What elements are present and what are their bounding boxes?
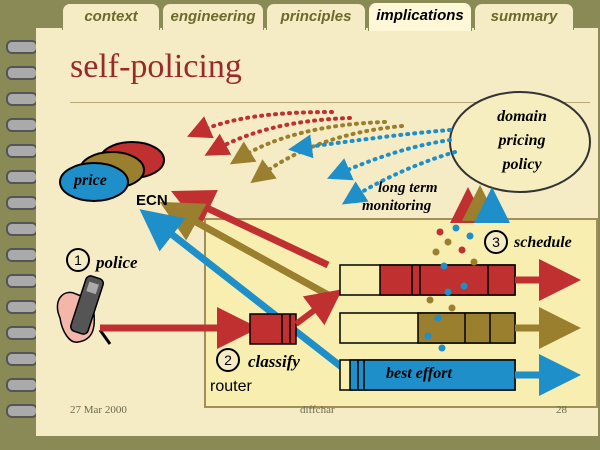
phone-icon [56, 275, 112, 345]
monitoring-arrows [450, 185, 510, 223]
tab-summary[interactable]: summary [474, 3, 574, 30]
step-1-number: 1 [66, 248, 90, 272]
policy-bubble-line2: pricing [498, 132, 546, 149]
tab-principles[interactable]: principles [266, 3, 366, 30]
step-1-label: police [96, 253, 138, 272]
tab-context[interactable]: context [62, 3, 160, 30]
queue-blue [339, 359, 516, 391]
scheduler-dots [424, 224, 478, 352]
queue-olive [339, 312, 516, 344]
monitoring-label-line1: long term [378, 180, 438, 196]
step-3-label: schedule [514, 234, 572, 251]
footer-name: diffchar [300, 404, 335, 416]
tab-implications[interactable]: implications [368, 2, 472, 31]
policy-bubble-line3: policy [502, 156, 542, 173]
ecn-arrows [139, 189, 351, 375]
price-label: price [74, 172, 107, 189]
policy-bubble-line1: domain [497, 108, 547, 125]
dotted-feedback-arcs [187, 110, 457, 205]
footer-date: 27 Mar 2000 [70, 404, 127, 416]
step-3-number: 3 [484, 230, 508, 254]
classifier-box [249, 313, 297, 345]
ecn-label: ECN [136, 192, 168, 209]
step-2-label: classify [248, 352, 300, 371]
monitoring-label-line2: monitoring [362, 198, 432, 214]
tab-engineering[interactable]: engineering [162, 3, 264, 30]
step-2-number: 2 [216, 348, 240, 372]
classifier-split-arrows [294, 289, 343, 327]
page-title: self-policing [70, 48, 242, 85]
title-divider [70, 102, 590, 103]
best-effort-label: best effort [386, 365, 452, 382]
price-coins [59, 141, 165, 202]
queue-red [339, 264, 516, 296]
output-arrows [515, 259, 581, 396]
footer-page-number: 28 [556, 404, 567, 416]
router-label: router [210, 378, 252, 395]
